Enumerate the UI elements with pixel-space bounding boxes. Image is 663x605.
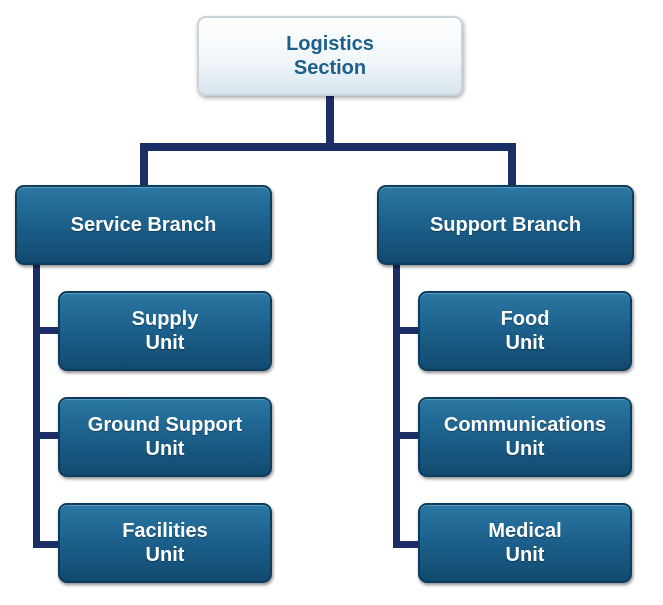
connector-right-spine — [393, 262, 400, 548]
supply-unit-box: Supply Unit — [58, 291, 272, 371]
facilities-unit-box: Facilities Unit — [58, 503, 272, 583]
food-unit-label: Food Unit — [500, 308, 550, 354]
connector-left-tick-3 — [33, 541, 61, 548]
connector-right-tick-1 — [393, 327, 421, 334]
medical-unit-box: Medical Unit — [418, 503, 632, 583]
communications-unit-label: Communications Unit — [443, 414, 607, 460]
connector-right-tick-3 — [393, 541, 421, 548]
ground-support-unit-box: Ground Support Unit — [58, 397, 272, 477]
logistics-section-label: Logistics Section — [286, 33, 374, 79]
facilities-unit-label: Facilities Unit — [122, 520, 208, 566]
communications-unit-box: Communications Unit — [418, 397, 632, 477]
connector-root-stem — [326, 96, 334, 146]
connector-right-drop — [508, 143, 516, 189]
connector-left-tick-1 — [33, 327, 61, 334]
supply-unit-label: Supply Unit — [131, 308, 199, 354]
connector-left-drop — [140, 143, 148, 189]
connector-left-spine — [33, 262, 40, 548]
connector-right-tick-2 — [393, 432, 421, 439]
connector-branch-bar — [140, 143, 516, 151]
ground-support-unit-label: Ground Support Unit — [87, 414, 243, 460]
service-branch-label: Service Branch — [70, 214, 217, 236]
service-branch-box: Service Branch — [15, 185, 272, 265]
medical-unit-label: Medical Unit — [488, 520, 562, 566]
support-branch-label: Support Branch — [429, 214, 582, 236]
logistics-section-box: Logistics Section — [197, 16, 463, 96]
support-branch-box: Support Branch — [377, 185, 634, 265]
connector-left-tick-2 — [33, 432, 61, 439]
food-unit-box: Food Unit — [418, 291, 632, 371]
